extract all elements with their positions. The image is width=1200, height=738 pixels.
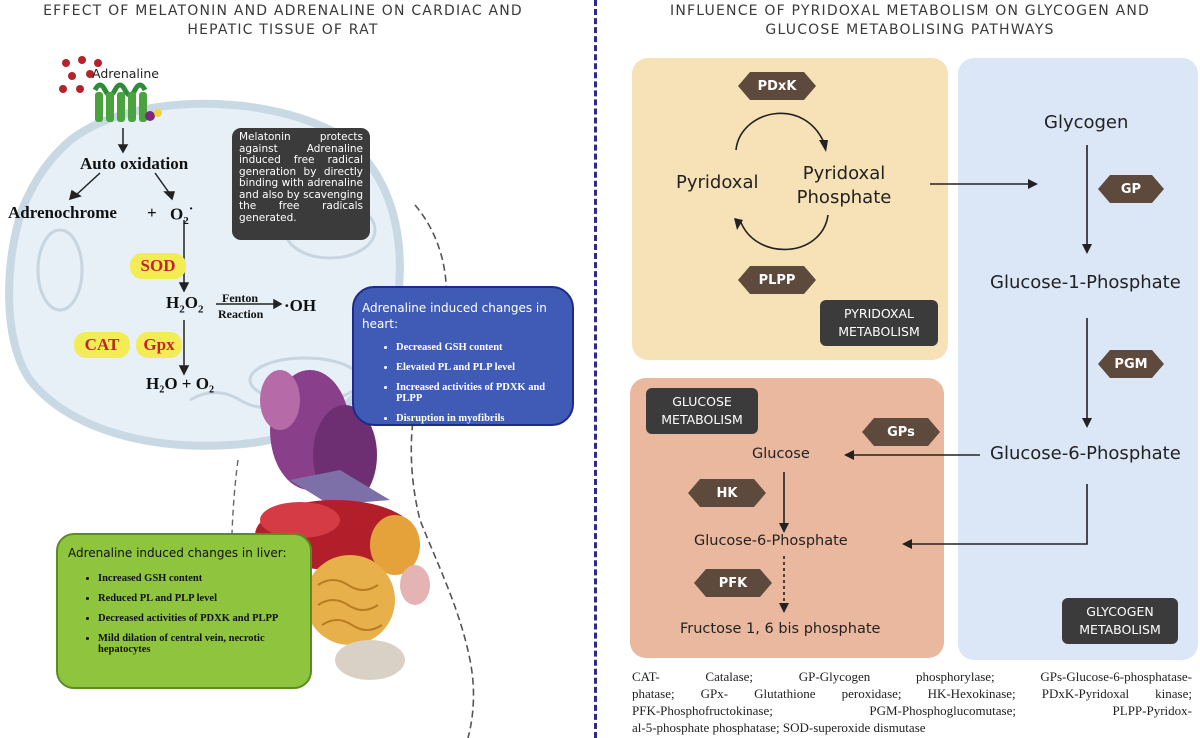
hex-plpp [738,266,816,294]
left-panel-title: EFFECT OF MELATONIN AND ADRENALINE ON CA… [0,2,566,40]
h2o2-sub1: 2 [179,303,185,316]
list-item: Mild dilation of central vein, necrotic … [98,633,302,655]
products-label: H₂O + O₂ [146,374,215,393]
adrenochrome-label: Adrenochrome [8,203,117,222]
liver-box-title: Adrenaline induced changes in liver: [68,546,287,560]
abbrev-line-2: phatase; GPx- Glutathione peroxidase; HK… [632,686,1192,701]
h2o2-h: H [166,293,180,312]
cycle-arrow-bottom [739,214,829,251]
liver-changes-box: Adrenaline induced changes in liver: Inc… [56,533,312,689]
hex-gps [862,418,940,446]
pyridoxal-metabolism-tag: PYRIDOXAL METABOLISM [820,300,938,346]
intestine-organ [305,555,395,645]
pgm-label: PGM [1114,356,1148,372]
liver-box-list: Increased GSH content Reduced PL and PLP… [68,573,302,655]
pathway-arrows [68,128,283,376]
glucose-metabolism-tag: GLUCOSE METABOLISM [646,388,758,434]
intestine-coils [317,579,383,631]
pyridoxal-phosphate-line2: Phosphate [796,187,892,208]
pyridoxal-metabolism-line2: METABOLISM [838,324,920,339]
glycogen-label: Glycogen [1044,112,1129,133]
pyridoxal-metabolism-line1: PYRIDOXAL [843,306,914,321]
rat-body-outline [410,204,475,738]
melatonin-note: Melatonin protects against Adrenaline in… [232,128,370,240]
arrow-g6p-to-g6p-small [910,484,1088,545]
hex-pgm [1098,350,1164,378]
heart-changes-box: Adrenaline induced changes in heart: Dec… [352,286,574,426]
heart-box-list: Decreased GSH content Elevated PL and PL… [362,342,564,424]
pdxk-label: PDxK [757,78,797,94]
adrenaline-dots [59,56,102,93]
left-title-line1: EFFECT OF MELATONIN AND ADRENALINE ON CA… [43,3,523,19]
colon-organ [335,640,405,680]
abbrev-line-1: CAT- Catalase; GP-Glycogen phosphorylase… [632,669,1192,684]
pyridoxal-phosphate-label: Pyridoxal Phosphate [786,162,902,210]
hex-pfk [694,569,772,597]
gpx-badge: Gpx [136,332,182,358]
right-arrows [688,72,1164,613]
adrenaline-label: Adrenaline [92,66,159,81]
list-item: Disruption in myofibrils [396,413,564,424]
cycle-arrow-top [735,112,826,151]
glucose-label: Glucose [752,446,810,462]
hex-hk [688,479,766,507]
hydrogen-peroxide-label: H2O2 [166,293,203,315]
pfk-label: PFK [718,575,748,591]
h2o2-o: O [184,293,198,312]
glucose-metabolism-line1: GLUCOSE [672,394,732,409]
abbreviations-legend: CAT- Catalase; GP-Glycogen phosphorylase… [632,668,1192,736]
abbrev-line-3: PFK-Phosphofructokinase; PGM-Phosphogluc… [632,703,1192,718]
list-item: Reduced PL and PLP level [98,593,302,604]
stomach-organ [370,515,420,575]
glycogen-metabolism-line1: GLYCOGEN [1086,604,1154,619]
heart-box-title: Adrenaline induced changes in heart: [362,301,547,331]
organelle-3 [36,228,84,312]
lung-organ [260,370,300,430]
glycogen-metabolism-line2: METABOLISM [1079,622,1161,637]
hydroxyl-radical-label: ·OH [284,296,317,315]
glucose-1-phosphate-label: Glucose-1-Phosphate [990,272,1181,293]
h2o2-sub2: 2 [197,303,204,316]
glucose-metabolism-line2: METABOLISM [661,412,743,427]
right-title-line1: INFLUENCE OF PYRIDOXAL METABOLISM ON GLY… [669,3,1151,19]
right-title-line2: GLUCOSE METABOLISING PATHWAYS [765,22,1055,38]
adrenaline-receptor [92,82,162,122]
superoxide-dot: · [188,202,194,217]
kidney-organ [400,565,430,605]
gp-label: GP [1120,181,1142,197]
fenton-label: Fenton [222,291,258,305]
glucose-6-phosphate-label: Glucose-6-Phosphate [990,443,1181,464]
pyridoxal-phosphate-line1: Pyridoxal [802,163,886,184]
list-item: Increased activities of PDXK and PLPP [396,382,564,404]
sod-badge: SOD [130,253,186,279]
list-item: Elevated PL and PLP level [396,362,564,373]
panel-divider [594,0,597,738]
list-item: Decreased activities of PDXK and PLPP [98,613,302,624]
fructose-bisphosphate-label: Fructose 1, 6 bis phosphate [680,621,881,637]
cat-badge: CAT [74,332,130,358]
glucose-6-phosphate-small-label: Glucose-6-Phosphate [694,533,848,549]
diaphragm [290,470,390,505]
hex-pdxk [738,72,816,100]
left-title-line2: HEPATIC TISSUE OF RAT [187,22,379,38]
abbrev-line-4: al-5-phosphate phosphatase; SOD-superoxi… [632,720,926,735]
plpp-label: PLPP [758,272,796,288]
gps-label: GPs [887,424,915,440]
list-item: Decreased GSH content [396,342,564,353]
pyridoxal-label: Pyridoxal [676,172,759,193]
hex-gp [1098,175,1164,203]
hk-label: HK [716,485,738,501]
glycogen-metabolism-tag: GLYCOGEN METABOLISM [1062,598,1178,644]
liver-organ-2 [260,502,340,538]
superoxide-label: O2· [170,202,193,227]
reaction-label: Reaction [218,307,264,321]
auto-oxidation-label: Auto oxidation [80,154,189,173]
superoxide-o: O [170,204,184,224]
plus-sign: + [147,203,157,222]
superoxide-sub: 2 [183,215,189,228]
right-panel-title: INFLUENCE OF PYRIDOXAL METABOLISM ON GLY… [620,2,1200,40]
list-item: Increased GSH content [98,573,302,584]
